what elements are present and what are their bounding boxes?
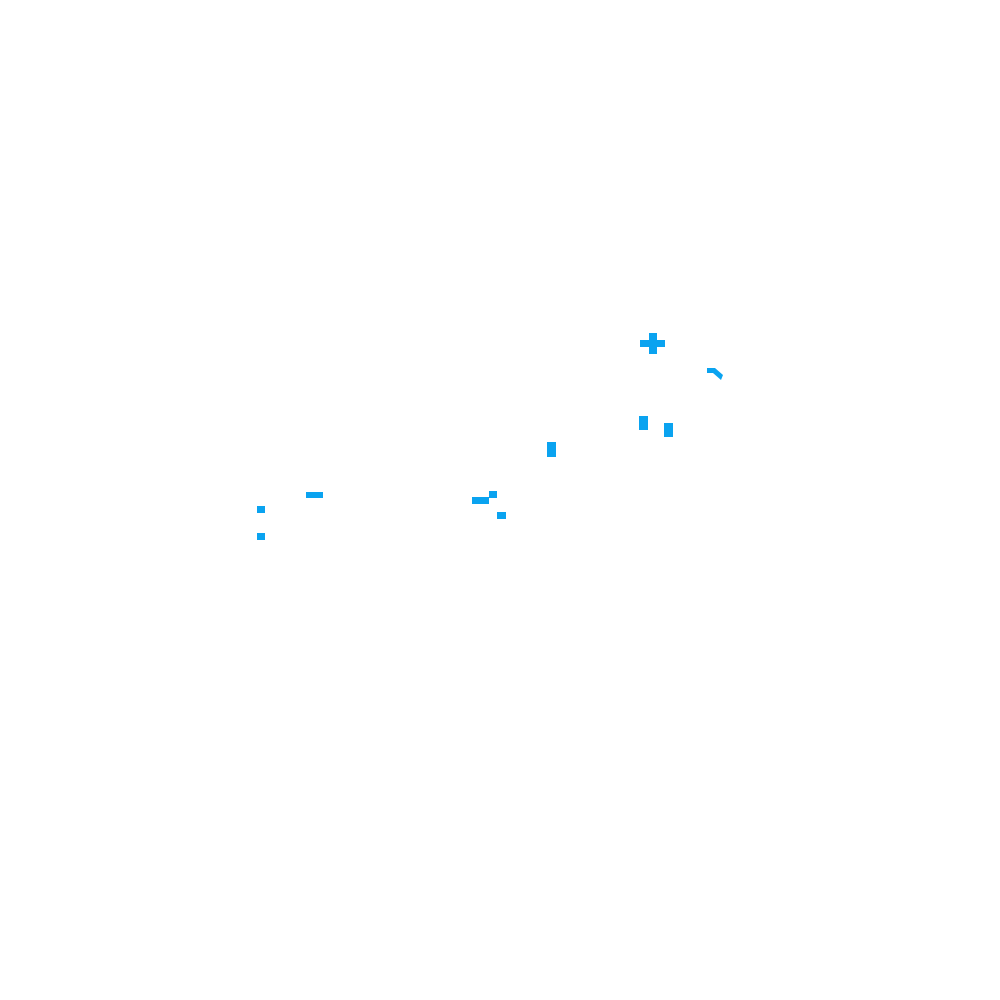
vertical-dash-2 [664,423,673,437]
plus-mark [640,333,665,354]
small-square-4 [257,533,265,540]
small-square-1 [489,491,497,498]
small-square-2 [497,512,506,519]
small-square-3 [257,506,265,513]
marks-group [257,333,723,540]
horizontal-dash-1 [306,492,323,498]
vertical-dash-3 [547,442,556,457]
hook-stroke [707,368,723,380]
vertical-dash-1 [639,416,648,430]
horizontal-dash-2 [472,497,489,504]
